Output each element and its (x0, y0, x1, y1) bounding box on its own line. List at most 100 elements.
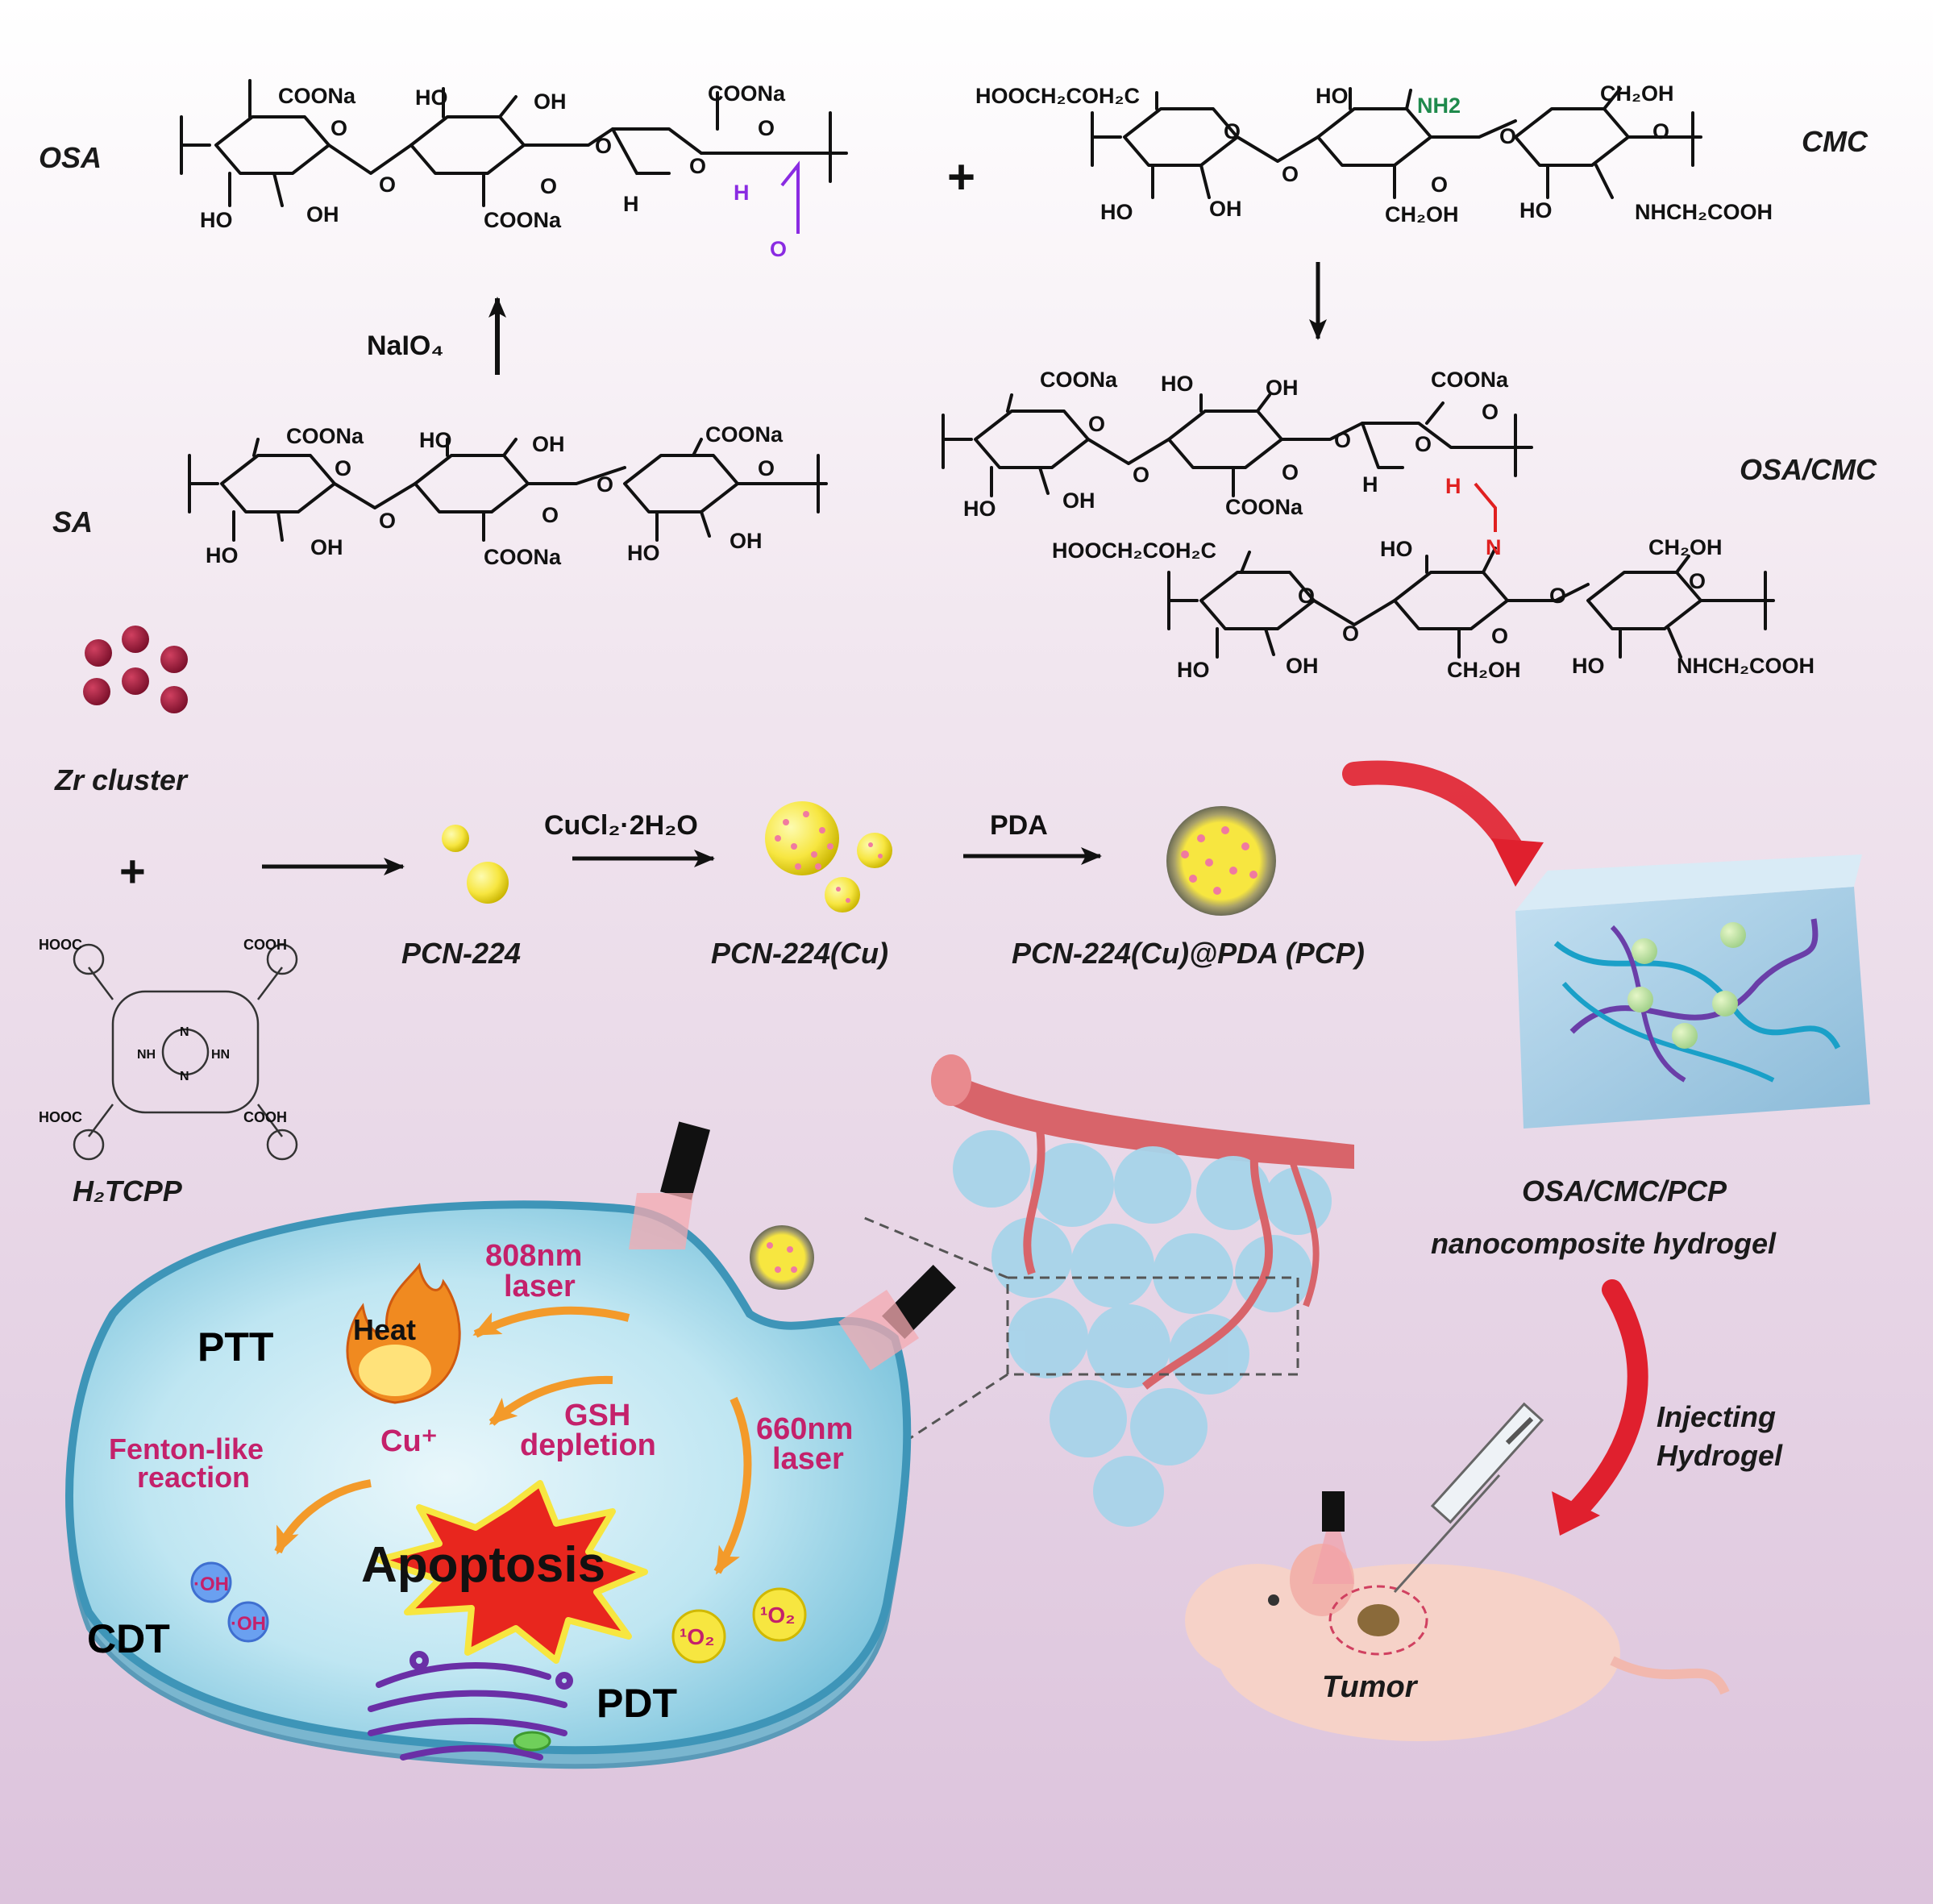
tumor-tissue-icon (931, 1054, 1354, 1527)
arrow-laser660-to-o2 (713, 1396, 752, 1575)
sa-o-2: O (379, 509, 396, 533)
h2tcpp-structure (73, 943, 298, 1161)
h2tcpp-n-2: N (180, 1070, 189, 1083)
plus-sign-top: + (947, 150, 975, 204)
h2tcpp-hooc-1: HOOC (39, 937, 82, 953)
osacmc-ho-3: HO (1380, 537, 1413, 561)
sa-o-3: O (542, 503, 559, 527)
osacmc-o-6: O (1482, 400, 1499, 424)
mitochondrion-icon (513, 1731, 551, 1752)
hydroxyl-radical-label-1: ·OH (193, 1574, 229, 1595)
cmc-o-4: O (1499, 124, 1516, 148)
cmc-oh-1: OH (1209, 197, 1242, 221)
zoom-line-bottom (902, 1373, 1008, 1445)
osacmc-oh-1: OH (1266, 376, 1299, 400)
fenton-label-line2: reaction (137, 1461, 250, 1494)
osacmc-ch2oh-1: CH₂OH (1648, 535, 1723, 559)
injecting-arrow (1561, 1279, 1648, 1526)
pdt-label: PDT (597, 1681, 677, 1726)
osa-o-1: O (330, 116, 347, 140)
sa-oh-1: OH (532, 432, 565, 456)
mouse-laser-icon (1312, 1491, 1354, 1584)
osacmc-n-imine: N (1486, 535, 1502, 559)
osacmc-o-2: O (1133, 463, 1149, 487)
cmc-ho-3: HO (1519, 198, 1553, 222)
cmc-ho-2: HO (1100, 200, 1133, 224)
cu-plus-label: Cu⁺ (380, 1424, 438, 1458)
laser-660-label-line1: 660nm (756, 1412, 853, 1446)
heat-flame-icon (346, 1262, 461, 1404)
pcp-particle-near-cell (750, 1225, 814, 1290)
osacmc-o-7: O (1298, 584, 1315, 608)
osa-h-1: H (623, 192, 639, 216)
osacmc-h-1: H (1362, 472, 1378, 497)
zr-cluster-label: Zr cluster (54, 763, 189, 796)
osacmc-o-9: O (1491, 624, 1508, 648)
h2tcpp-hn: HN (211, 1048, 230, 1062)
laser-660-label-line2: laser (772, 1442, 844, 1476)
sa-ho-2: HO (206, 543, 239, 567)
singlet-oxygen-label-2: ¹O₂ (760, 1603, 796, 1628)
laser-808-label-line2: laser (504, 1270, 576, 1303)
cucl2-label: CuCl₂·2H₂O (544, 810, 698, 841)
naio4-label: NaIO₄ (367, 330, 444, 361)
osacmc-nhch2cooh: NHCH₂COOH (1677, 654, 1815, 678)
osacmc-o-11: O (1689, 569, 1706, 593)
hydrogel-label-line1: OSA/CMC/PCP (1522, 1174, 1727, 1208)
plus-sign-middle: + (119, 846, 146, 896)
singlet-oxygen-icons (671, 1587, 807, 1664)
sa-o-5: O (758, 456, 775, 480)
fenton-label-line1: Fenton-like (109, 1432, 264, 1465)
cmc-o-5: O (1652, 119, 1669, 143)
osa-o-5: O (689, 154, 706, 178)
gsh-label-line2: depletion (520, 1428, 656, 1462)
arrow-gsh-to-cu (488, 1375, 613, 1426)
cmc-ch2oh-2: CH₂OH (1385, 202, 1459, 227)
cmc-o-2: O (1282, 162, 1299, 186)
osacmc-oh-2: OH (1062, 488, 1095, 513)
cmc-nh2: NH2 (1417, 94, 1461, 118)
hydrogel-label-line2: nanocomposite hydrogel (1431, 1227, 1777, 1260)
zoom-line-top (862, 1216, 1008, 1279)
osacmc-o-1: O (1088, 412, 1105, 436)
osacmc-ho-4: HO (1177, 658, 1210, 682)
h2tcpp-n-1: N (180, 1025, 189, 1039)
sa-oh-2: OH (310, 535, 343, 559)
singlet-oxygen-label-1: ¹O₂ (680, 1624, 715, 1649)
laser-660-icon (838, 1265, 956, 1370)
mouse-icon (1185, 1544, 1730, 1741)
osacmc-ch2oh-2: CH₂OH (1447, 658, 1521, 682)
cmc-label: CMC (1802, 125, 1869, 158)
sa-o-1: O (335, 456, 351, 480)
osa-oh-1: OH (534, 89, 567, 114)
cmc-o-1: O (1224, 119, 1241, 143)
arrow-fenton-to-oh (274, 1479, 372, 1555)
laser-808-icon (629, 1121, 710, 1249)
gsh-label-line1: GSH (564, 1399, 630, 1432)
osa-ho-2: HO (200, 208, 233, 232)
pcn224-particles (442, 825, 509, 904)
cmc-structure: CMC HOOCH₂COH₂C HO NH2 CH₂OH O O O O O H… (975, 81, 1869, 227)
arrow-laser-to-heat (472, 1306, 630, 1338)
cmc-ho-1: HO (1316, 84, 1349, 108)
osacmc-ho-5: HO (1572, 654, 1605, 678)
osacmc-coona-1: COONa (1040, 368, 1118, 392)
osacmc-ho-1: HO (1161, 372, 1194, 396)
cmc-o-3: O (1431, 173, 1448, 197)
hydroxyl-radical-icons (190, 1561, 269, 1643)
osacmc-ho-2: HO (963, 497, 996, 521)
h2tcpp-cooh-2: COOH (243, 1109, 287, 1125)
sa-label: SA (52, 505, 93, 538)
osacmc-o-3: O (1282, 460, 1299, 484)
sa-coona-2: COONa (705, 422, 784, 447)
pcp-particle (1166, 806, 1276, 916)
to-hydrogel-arrow (1342, 760, 1528, 867)
pcp-label: PCN-224(Cu)@PDA (PCP) (1012, 937, 1365, 970)
sa-coona-1: COONa (286, 424, 364, 448)
ptt-label: PTT (197, 1324, 273, 1370)
pcn224-cu-particles (765, 801, 892, 913)
osa-h-aldehyde: H (734, 181, 750, 205)
osacmc-o-5: O (1415, 432, 1432, 456)
hydroxyl-radical-label-2: ·OH (231, 1613, 266, 1635)
